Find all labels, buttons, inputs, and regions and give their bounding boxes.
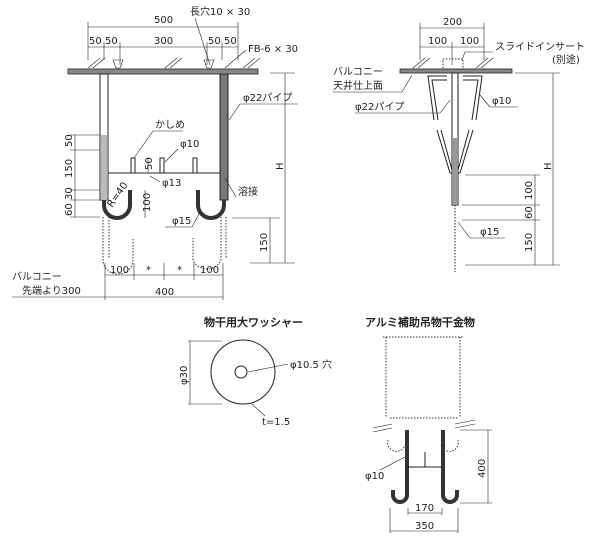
dim-100b: 100 [460,36,479,47]
dim-150r: 150 [259,233,270,252]
separate-label: (別途) [552,53,580,66]
radius-label: R=40 [105,180,130,209]
dim-300: 300 [154,36,173,47]
aux-hanger-title: アルミ補助吊物干金物 [365,315,475,329]
aux-outer: 350 [415,521,434,532]
caulk-label: かしめ [155,119,185,131]
dim-v60: 60 [64,203,75,216]
dim-star1: * [146,265,151,276]
dim-50c: 50 [208,36,221,47]
dim-v100: 100 [142,193,153,212]
pipe-label: φ22パイプ [355,101,404,113]
dim-v100: 100 [524,181,535,200]
dim-v60: 60 [524,206,535,219]
ceiling-label: 天井仕上面 [333,79,383,92]
dim-50a: 50 [89,36,102,47]
flatbar-label: FB-6 × 30 [248,44,298,55]
weld-label: 溶接 [238,185,258,198]
dim-h: H [275,162,286,170]
dim-v150: 150 [64,159,75,178]
rod15-label: φ15 [480,227,499,238]
balcony-label: バルコニー [333,66,383,78]
dim-200: 200 [443,17,462,28]
rod10-label: φ10 [492,96,511,107]
washer-dia: φ30 [179,366,190,385]
aux-height: 400 [477,459,488,478]
front-view: 500 50 50 300 50 50 長穴10 × 30 FB-6 × 30 … [12,5,298,300]
washer-hole: φ10.5 穴 [290,358,332,371]
insert-label: スライドインサート [495,41,585,53]
dim-50d: 50 [224,36,237,47]
dim-b100a: 100 [110,265,129,276]
side-view: 200 100 100 スライドインサート (別途) バルコニー 天井仕上面 φ… [333,17,585,272]
dim-b400: 400 [155,287,174,298]
dim-v50: 50 [64,134,75,147]
washer-title: 物干用大ワッシャー [204,315,303,329]
from-edge-label: 先端より300 [22,284,81,297]
dim-b100b: 100 [200,265,219,276]
dim-50b: 50 [105,36,118,47]
dim-100a: 100 [428,36,447,47]
rod13-label: φ13 [162,178,181,189]
rod15-label: φ15 [172,216,191,227]
slot-label: 長穴10 × 30 [190,5,250,18]
washer-view: 物干用大ワッシャー φ30 φ10.5 穴 t=1.5 [179,315,332,428]
pipe-label: φ22パイプ [243,92,292,104]
rod10-label: φ10 [180,139,199,150]
balcony-label: バルコニー [12,271,62,283]
dim-h: H [543,162,554,170]
washer-thickness: t=1.5 [262,417,290,428]
aux-rod-label: φ10 [365,471,384,482]
dim-v150: 150 [524,233,535,252]
aux-inner: 170 [415,503,434,514]
dim-v50b: 50 [144,157,155,170]
dim-500: 500 [154,15,173,26]
aux-hanger-view: アルミ補助吊物干金物 φ10 400 170 350 [365,315,492,533]
dim-star2: * [177,265,182,276]
dim-v30: 30 [64,187,75,200]
